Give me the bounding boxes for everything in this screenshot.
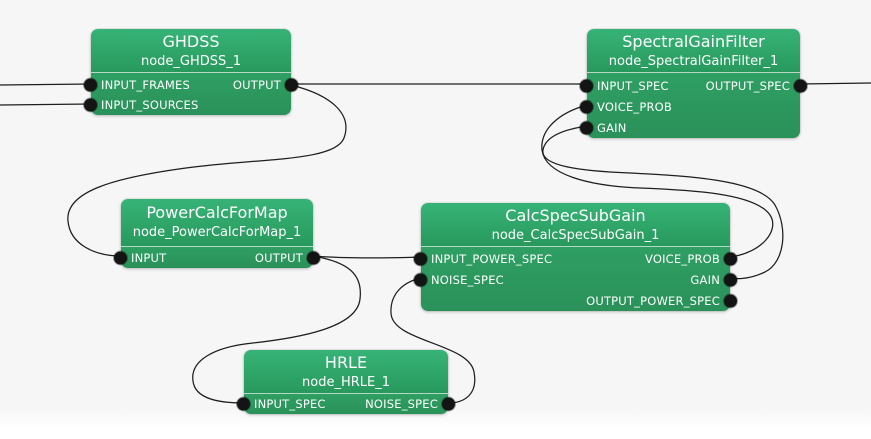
node-powercalcformap[interactable]: PowerCalcForMap node_PowerCalcForMap_1 I… xyxy=(114,199,320,268)
hrle-input-spec-port[interactable] xyxy=(237,397,250,411)
port-label-input-spec: INPUT_SPEC xyxy=(597,78,669,93)
node-title: CalcSpecSubGain xyxy=(505,206,646,225)
port-row: VOICE_PROB xyxy=(580,96,800,117)
port-label-output-spec: OUTPUT_SPEC xyxy=(705,78,790,93)
sgf-output-spec-port[interactable] xyxy=(794,79,807,92)
sgf-gain-port[interactable] xyxy=(580,121,593,134)
node-hrle[interactable]: HRLE node_HRLE_1 INPUT_SPEC NOISE_SPEC xyxy=(237,350,455,414)
port-row: NOISE_SPEC GAIN xyxy=(414,269,737,290)
node-ports: INPUT_SPEC OUTPUT_SPEC VOICE_PROB GAIN xyxy=(580,72,807,138)
port-row: INPUT_SOURCES xyxy=(84,95,291,115)
port-row: INPUT_POWER_SPEC VOICE_PROB xyxy=(414,248,737,269)
wire-left-edge-to-ghdss-input-frames[interactable] xyxy=(0,83,92,86)
node-title: SpectralGainFilter xyxy=(622,32,765,51)
port-label-input: INPUT xyxy=(131,250,167,265)
node-header[interactable]: SpectralGainFilter node_SpectralGainFilt… xyxy=(587,29,800,72)
pcm-input-port[interactable] xyxy=(114,251,127,264)
node-header[interactable]: HRLE node_HRLE_1 xyxy=(244,350,448,393)
node-calcspecsubgain[interactable]: CalcSpecSubGain node_CalcSpecSubGain_1 I… xyxy=(414,203,737,311)
node-ports: INPUT_POWER_SPEC VOICE_PROB NOISE_SPEC G… xyxy=(414,246,737,311)
port-row: GAIN xyxy=(580,117,800,138)
port-label-input-frames: INPUT_FRAMES xyxy=(101,78,191,92)
port-row: OUTPUT_POWER_SPEC xyxy=(421,290,737,311)
wire-sgf-output-spec-to-right-edge[interactable] xyxy=(799,82,871,85)
node-ports: INPUT_FRAMES OUTPUT INPUT_SOURCES xyxy=(84,72,298,115)
port-label-input-sources: INPUT_SOURCES xyxy=(101,98,199,112)
port-row: INPUT_SPEC OUTPUT_SPEC xyxy=(580,75,807,96)
node-instance-name: node_GHDSS_1 xyxy=(140,54,242,69)
port-label-output: OUTPUT xyxy=(254,250,303,265)
cssg-input-power-spec-port[interactable] xyxy=(414,252,427,265)
node-instance-name: node_SpectralGainFilter_1 xyxy=(608,54,779,69)
port-label-gain: GAIN xyxy=(690,272,720,287)
node-spectralgainfilter[interactable]: SpectralGainFilter node_SpectralGainFilt… xyxy=(580,29,807,138)
cssg-output-power-spec-port[interactable] xyxy=(724,294,737,307)
port-row: INPUT OUTPUT xyxy=(114,247,320,268)
port-label-output: OUTPUT xyxy=(232,78,281,92)
wire-pcm-output-to-cssg-input-power-spec[interactable] xyxy=(312,255,422,259)
node-title: HRLE xyxy=(324,353,368,372)
pcm-output-port[interactable] xyxy=(307,251,320,264)
port-label-noise-spec: NOISE_SPEC xyxy=(431,272,504,287)
hrle-noise-spec-port[interactable] xyxy=(442,397,455,411)
node-header[interactable]: CalcSpecSubGain node_CalcSpecSubGain_1 xyxy=(421,203,730,246)
node-ports: INPUT OUTPUT xyxy=(114,246,320,268)
node-ports: INPUT_SPEC NOISE_SPEC xyxy=(237,393,455,414)
port-label-input-spec: INPUT_SPEC xyxy=(254,397,326,411)
node-instance-name: node_CalcSpecSubGain_1 xyxy=(491,228,660,243)
node-header[interactable]: PowerCalcForMap node_PowerCalcForMap_1 xyxy=(121,199,313,246)
port-row: INPUT_FRAMES OUTPUT xyxy=(84,75,298,95)
wire-pcm-output-to-hrle-input-spec[interactable] xyxy=(192,255,361,404)
node-instance-name: node_PowerCalcForMap_1 xyxy=(132,225,302,240)
port-label-output-power-spec: OUTPUT_POWER_SPEC xyxy=(586,293,720,308)
wire-left-edge-to-ghdss-input-sources[interactable] xyxy=(0,103,92,106)
ghdss-output-port[interactable] xyxy=(285,78,298,92)
port-label-voice-prob: VOICE_PROB xyxy=(597,99,673,114)
cssg-gain-port[interactable] xyxy=(724,273,737,286)
sgf-voice-prob-port[interactable] xyxy=(580,100,593,113)
node-title: PowerCalcForMap xyxy=(146,203,288,222)
port-row: INPUT_SPEC NOISE_SPEC xyxy=(237,394,455,414)
cssg-voice-prob-port[interactable] xyxy=(724,252,737,265)
node-instance-name: node_HRLE_1 xyxy=(302,375,390,390)
wire-cssg-gain-to-sgf-gain[interactable] xyxy=(542,125,784,280)
cssg-noise-spec-port[interactable] xyxy=(414,273,427,286)
wire-cssg-voice-prob-to-sgf-voice-prob[interactable] xyxy=(541,104,774,258)
port-label-voice-prob: VOICE_PROB xyxy=(644,251,720,266)
port-label-noise-spec: NOISE_SPEC xyxy=(365,397,438,411)
ghdss-input-sources-port[interactable] xyxy=(84,98,97,112)
node-header[interactable]: GHDSS node_GHDSS_1 xyxy=(91,29,291,72)
node-title: GHDSS xyxy=(162,32,220,51)
wire-ghdss-output-to-pcm-input[interactable] xyxy=(67,84,347,257)
ghdss-input-frames-port[interactable] xyxy=(84,78,97,92)
wire-hrle-noise-spec-to-cssg-noise-spec[interactable] xyxy=(390,277,476,404)
node-ghdss[interactable]: GHDSS node_GHDSS_1 INPUT_FRAMES OUTPUT I… xyxy=(84,29,298,115)
port-label-gain: GAIN xyxy=(597,120,627,135)
port-label-input-power-spec: INPUT_POWER_SPEC xyxy=(431,251,553,266)
sgf-input-spec-port[interactable] xyxy=(580,79,593,92)
